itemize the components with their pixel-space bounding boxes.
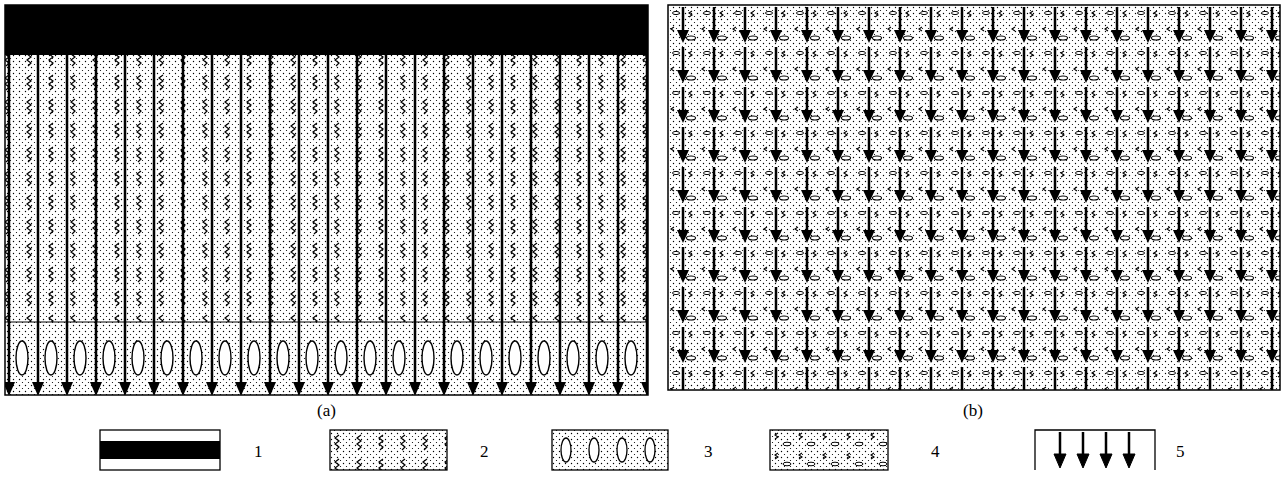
panel-label: (a) <box>317 402 336 419</box>
legend-sample-1 <box>100 430 220 470</box>
panel-label: (b) <box>963 402 983 419</box>
legend-number: 1 <box>254 443 263 460</box>
panel-b <box>668 5 1280 390</box>
legend-sample-4 <box>770 430 888 470</box>
legend-number: 5 <box>1176 443 1185 460</box>
legend-number: 3 <box>704 443 713 460</box>
panel-a <box>5 5 648 395</box>
legend-sample-3 <box>552 430 668 470</box>
legend-number: 4 <box>931 443 940 460</box>
legend-sample-2 <box>330 430 447 470</box>
legend-sample-5 <box>1035 430 1155 470</box>
legend-number: 2 <box>480 443 489 460</box>
